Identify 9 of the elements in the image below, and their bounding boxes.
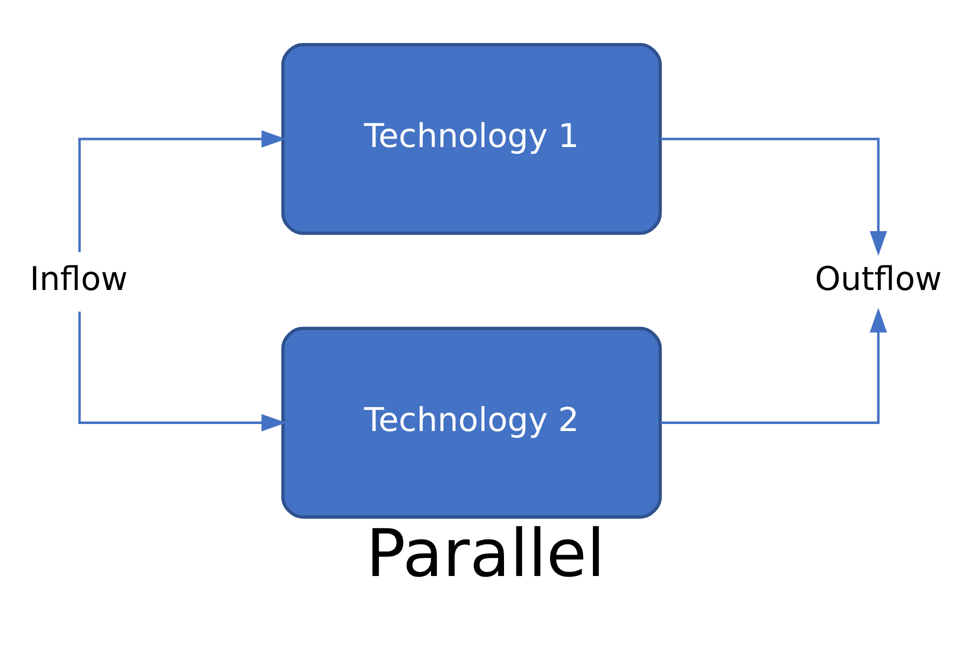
node-text: Outflow: [814, 260, 942, 298]
caption: Parallel: [365, 516, 605, 592]
arrow: [660, 138, 886, 256]
node-box: Technology 1: [280, 43, 662, 235]
node-text: Inflow: [29, 260, 128, 298]
arrow: [78, 312, 286, 432]
node-box: Technology 2: [280, 326, 662, 519]
arrow: [78, 130, 286, 252]
arrow: [660, 308, 886, 424]
